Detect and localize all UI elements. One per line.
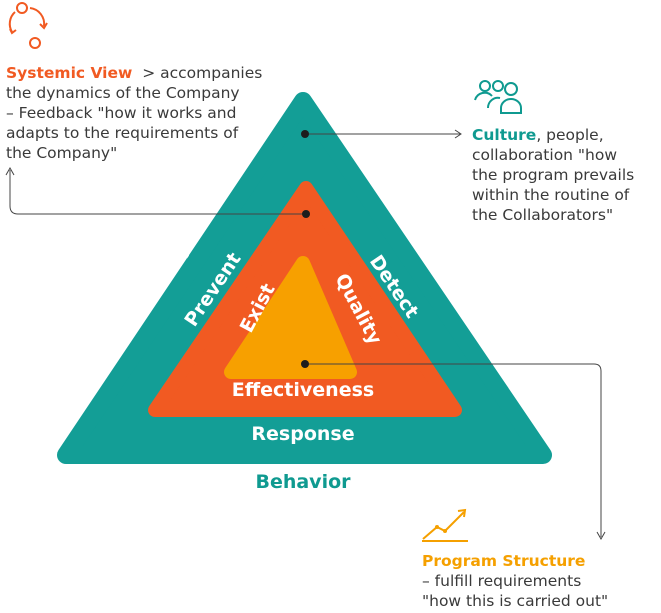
label-effectiveness: Effectiveness bbox=[232, 379, 374, 401]
program-line-2: "how this is carried out" bbox=[422, 592, 609, 610]
connector-systemic bbox=[9, 170, 305, 215]
systemic-line-1: > accompanies bbox=[142, 64, 263, 82]
culture-note: Culture, people, collaboration "how the … bbox=[472, 125, 657, 225]
program-structure-title: Program Structure bbox=[422, 552, 586, 570]
connector-systemic-arrowhead bbox=[5, 166, 15, 176]
growth-chart-icon bbox=[422, 508, 468, 542]
label-behavior: Behavior bbox=[255, 471, 351, 493]
label-response: Response bbox=[251, 423, 354, 445]
culture-line-3: the program prevails bbox=[472, 166, 635, 184]
systemic-view-note: Systemic View > accompanies the dynamics… bbox=[6, 63, 276, 163]
culture-line-4: within the routine of bbox=[472, 186, 630, 204]
connector-program-arrowhead bbox=[596, 531, 606, 541]
inner-triangle bbox=[224, 256, 357, 379]
systemic-line-5: the Company" bbox=[6, 144, 118, 162]
systemic-line-2: the dynamics of the Company bbox=[6, 84, 240, 102]
systemic-view-title: Systemic View bbox=[6, 64, 133, 82]
connector-dot-program bbox=[301, 360, 309, 368]
program-line-1: – fulfill requirements bbox=[422, 572, 582, 590]
culture-title: Culture bbox=[472, 126, 537, 144]
culture-line-2: collaboration "how bbox=[472, 146, 618, 164]
connector-dot-systemic bbox=[302, 210, 310, 218]
program-structure-note: Program Structure – fulfill requirements… bbox=[422, 551, 657, 611]
connector-culture-arrowhead bbox=[454, 129, 462, 139]
people-group-icon bbox=[474, 80, 522, 114]
connector-program bbox=[305, 363, 602, 537]
culture-line-1: , people, bbox=[536, 126, 604, 144]
culture-line-5: the Collaborators" bbox=[472, 206, 614, 224]
systemic-line-4: adapts to the requirements of bbox=[6, 124, 239, 142]
systemic-line-3: – Feedback "how it works and bbox=[6, 104, 237, 122]
refresh-cycle-icon bbox=[8, 2, 48, 49]
connector-dot-culture bbox=[301, 130, 309, 138]
